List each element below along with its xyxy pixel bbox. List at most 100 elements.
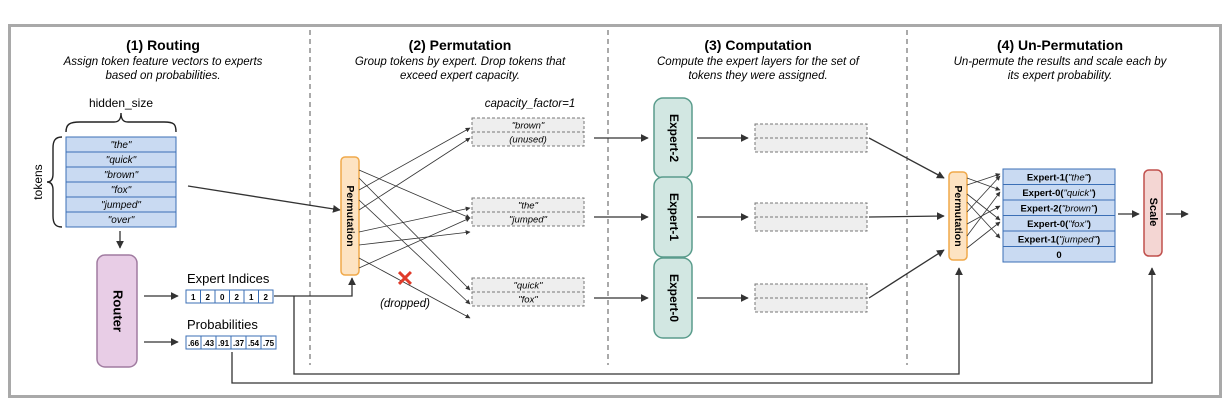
unpermute-line [966, 173, 1001, 186]
result-row [1002, 246, 1116, 263]
unpermute-line [966, 175, 1001, 213]
result-token: "jumped" [1059, 235, 1098, 246]
probability-value: .66 [188, 339, 200, 348]
result-text: Expert-0("fox") [1027, 219, 1091, 230]
router-block [96, 254, 138, 368]
probability-value: .54 [248, 339, 260, 348]
routing-line [358, 230, 471, 246]
expert-index-value: 2 [264, 293, 269, 302]
routing-line [358, 206, 471, 233]
section-computation-header: (3) Computation Compute the expert layer… [657, 37, 861, 82]
token-text: "fox" [111, 185, 132, 196]
capacity-slot [471, 291, 585, 307]
result-expert: Expert-0( [1027, 219, 1069, 230]
routing-line [358, 257, 471, 319]
probability-value: .75 [263, 339, 275, 348]
indices-to-unpermutation-line [293, 267, 963, 375]
result-expert: Expert-1( [1018, 235, 1060, 246]
unpermutation-label: Permutation [952, 185, 964, 246]
scale-block [1143, 169, 1163, 257]
permutation-label: Permutation [344, 185, 356, 246]
result-close: ) [1088, 173, 1091, 184]
result-expert: Expert-2( [1021, 204, 1063, 215]
routing-line [358, 137, 471, 211]
section-title: (4) Un-Permutation [997, 37, 1123, 53]
output-to-unpermutation-arrow [868, 212, 945, 220]
unpermute-line [966, 205, 1001, 225]
token-text: "quick" [106, 155, 137, 166]
slot-token: "brown" [512, 121, 545, 132]
routing-line [358, 177, 471, 291]
section-title: (2) Permutation [409, 37, 512, 53]
expert-index-value: 0 [220, 293, 225, 302]
section-title: (1) Routing [126, 37, 200, 53]
output-slot [754, 123, 868, 139]
output-to-unpermutation-arrow [868, 249, 945, 299]
slot-token: (unused) [509, 135, 547, 146]
expert-block [653, 176, 693, 258]
result-token: "the" [1068, 173, 1089, 184]
unpermute-line [966, 191, 1001, 237]
expert-index-cell [258, 289, 274, 304]
permutation-routing-lines [358, 127, 471, 319]
result-token: "quick" [1064, 188, 1094, 199]
result-text: Expert-1("jumped") [1018, 235, 1100, 246]
routing-line [358, 169, 471, 219]
capacity-slot [471, 211, 585, 227]
expert-label: Expert-1 [667, 193, 681, 241]
section-description: Assign token feature vectors to experts [63, 56, 263, 68]
result-text: Expert-2("brown") [1021, 204, 1098, 215]
probabilities-to-scale-line [231, 267, 1156, 384]
expert-index-value: 1 [249, 293, 254, 302]
routing-line [358, 217, 471, 269]
result-close: ) [1094, 204, 1097, 215]
section-description: Un-permute the results and scale each by [954, 56, 1168, 68]
token-text: "jumped" [101, 200, 141, 211]
routing-line [358, 127, 471, 191]
result-close: ) [1092, 188, 1095, 199]
router-label: Router [111, 290, 126, 332]
token-text: "the" [110, 140, 131, 151]
indices-to-permutation-line [274, 277, 356, 297]
slot-token: "the" [518, 201, 539, 212]
section-description: exceed expert capacity. [400, 70, 520, 82]
token-text: "over" [108, 215, 135, 226]
section-permutation-header: (2) Permutation Group tokens by expert. … [355, 37, 566, 82]
section-description: tokens they were assigned. [688, 70, 827, 82]
permutation-block [340, 156, 360, 276]
output-slot [754, 137, 868, 153]
dropped-label: (dropped) [380, 298, 430, 310]
output-slot [754, 202, 868, 218]
section-description: based on probabilities. [105, 70, 220, 82]
result-expert: 0 [1056, 250, 1061, 261]
tokens-label: tokens [31, 164, 45, 199]
result-text: 0 [1056, 250, 1061, 261]
probability-value: .43 [203, 339, 215, 348]
tokens-brace [46, 136, 63, 228]
routing-line [358, 199, 471, 305]
expert-indices-label: Expert Indices [187, 271, 270, 286]
token-text: "brown" [104, 170, 139, 181]
output-slot [754, 283, 868, 299]
expert-label: Expert-0 [667, 274, 681, 322]
scale-label: Scale [1147, 198, 1159, 227]
result-token: "fox" [1068, 219, 1088, 230]
unpermutation-block [948, 171, 968, 261]
output-slot [754, 216, 868, 232]
result-expert: Expert-1( [1027, 173, 1069, 184]
expert-index-value: 2 [235, 293, 240, 302]
token-row [65, 211, 177, 228]
section-title: (3) Computation [704, 37, 811, 53]
probabilities-label: Probabilities [187, 317, 258, 332]
result-token: "brown" [1062, 204, 1095, 215]
results-table: Expert-1("the")Expert-0("quick")Expert-2… [1002, 168, 1116, 263]
section-description: Compute the expert layers for the set of [657, 56, 861, 68]
probability-value: .91 [218, 339, 230, 348]
result-text: Expert-1("the") [1027, 173, 1091, 184]
slot-token: "fox" [518, 295, 538, 306]
slot-token: "quick" [514, 281, 544, 292]
expert-capacity-slots: "brown"(unused)"the""jumped""quick""fox" [471, 117, 585, 307]
result-close: ) [1088, 219, 1091, 230]
